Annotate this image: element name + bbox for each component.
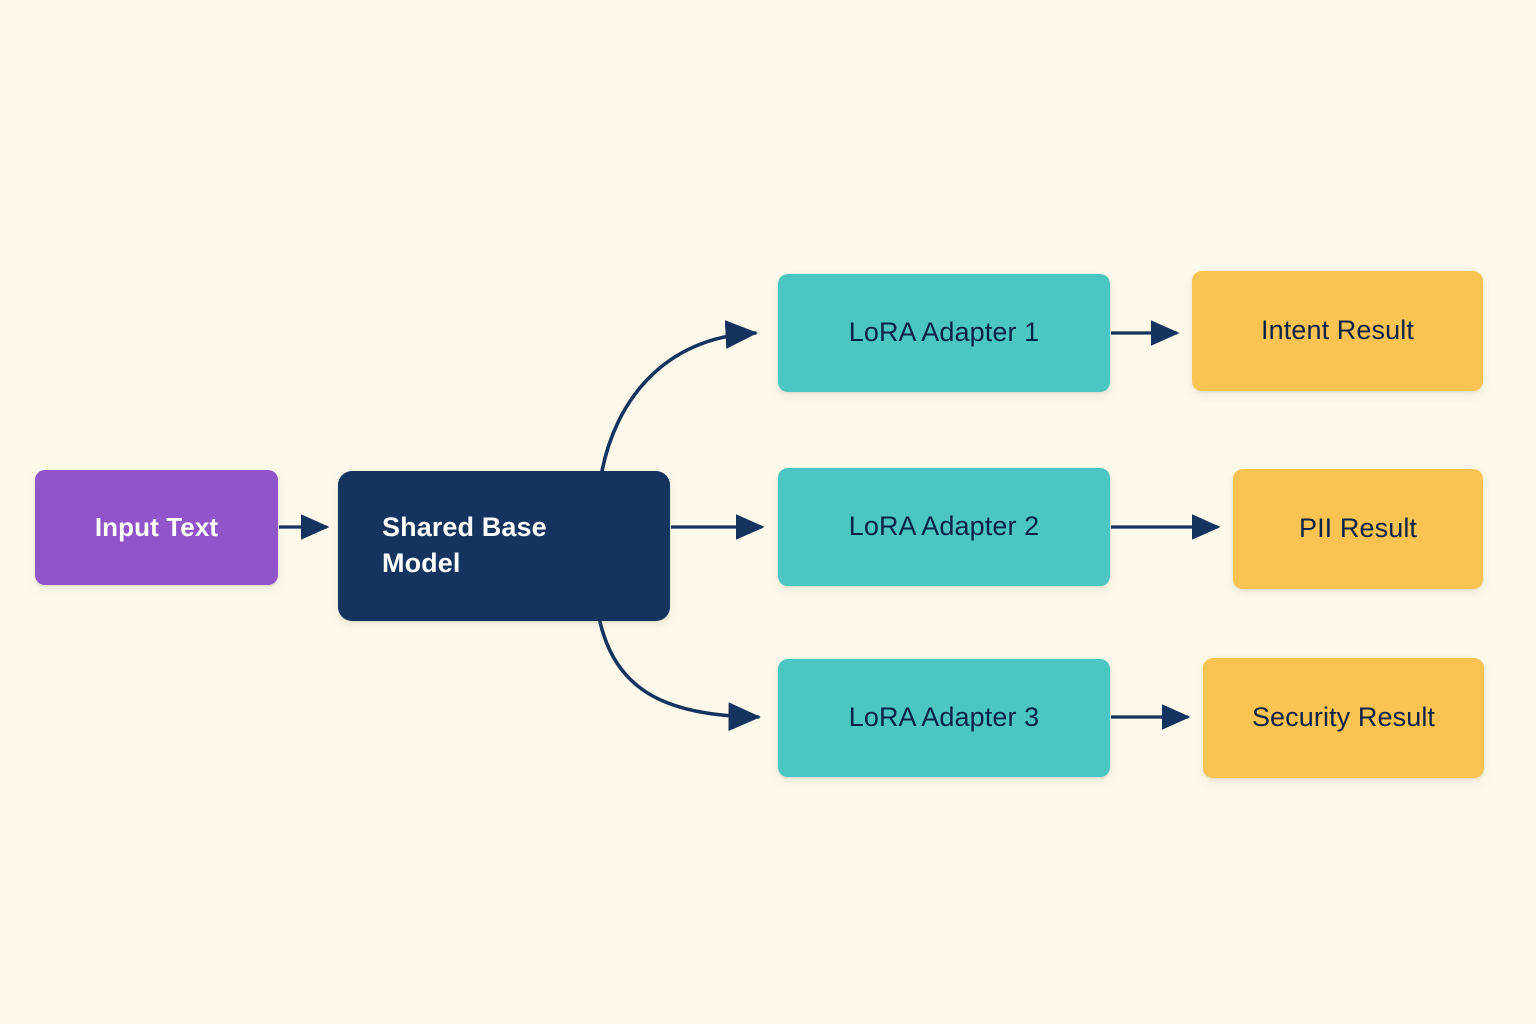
node-pii-result-label: PII Result	[1298, 513, 1418, 544]
node-lora-adapter-3[interactable]: LoRA Adapter 3	[778, 659, 1110, 777]
node-intent-result-label: Intent Result	[1261, 315, 1414, 346]
node-lora-adapter-1[interactable]: LoRA Adapter 1	[778, 274, 1110, 392]
node-security-result[interactable]: Security Result	[1203, 658, 1484, 778]
edge-base-to-adapter-3	[598, 620, 761, 732]
node-lora-adapter-3-label: LoRA Adapter 3	[848, 702, 1040, 733]
edge-base-to-adapter-1	[600, 320, 758, 473]
node-security-result-label: Security Result	[1251, 702, 1436, 733]
node-shared-base-model-label: Shared Base Model	[382, 512, 547, 578]
node-lora-adapter-2[interactable]: LoRA Adapter 2	[778, 468, 1110, 586]
node-lora-adapter-2-label: LoRA Adapter 2	[848, 511, 1040, 542]
node-input-text-label: Input Text	[94, 512, 219, 543]
node-input-text[interactable]: Input Text	[35, 470, 278, 585]
node-pii-result[interactable]: PII Result	[1233, 469, 1483, 589]
node-lora-adapter-1-label: LoRA Adapter 1	[848, 317, 1040, 348]
node-shared-base-model[interactable]: Shared Base Model	[338, 471, 670, 621]
node-intent-result[interactable]: Intent Result	[1192, 271, 1483, 391]
